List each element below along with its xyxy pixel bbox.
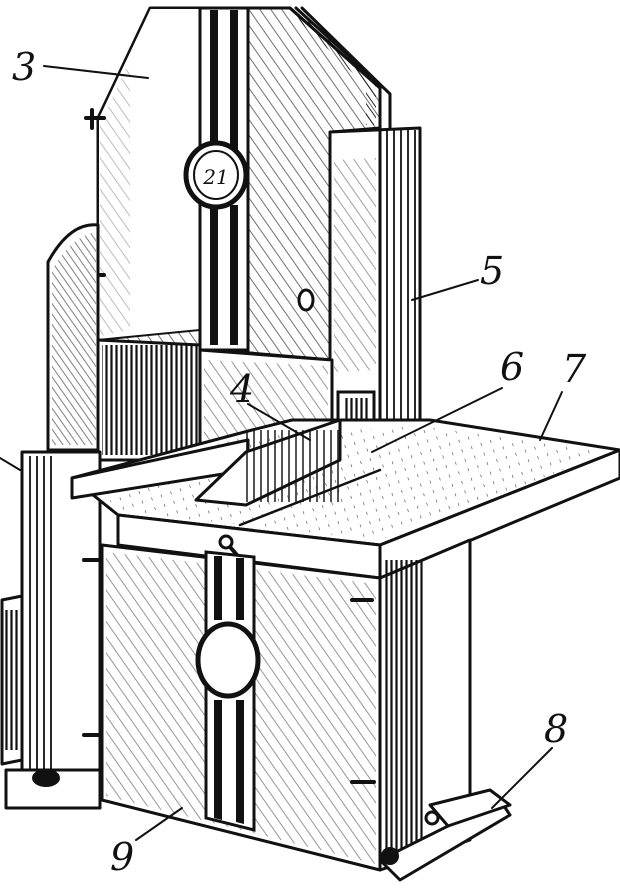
work-table — [70, 418, 620, 580]
label-3: 3 — [12, 45, 36, 89]
label-7: 7 — [562, 347, 587, 391]
upper-wheel-housing — [96, 6, 392, 362]
callout-labels: 3 4 5 6 7 8 9 — [12, 45, 587, 879]
lower-left-support — [0, 450, 112, 810]
label-5: 5 — [480, 249, 504, 293]
badge-text: 21 — [202, 165, 228, 189]
base-cabinet — [100, 538, 512, 882]
leader-lines — [0, 65, 563, 841]
blade-guide-post — [328, 126, 422, 472]
label-8: 8 — [544, 707, 568, 751]
lower-badge — [195, 621, 261, 699]
upper-frame-rib: 21 — [84, 6, 315, 352]
label-9: 9 — [110, 835, 134, 879]
foot-pedal — [428, 788, 512, 828]
label-4: 4 — [229, 367, 254, 411]
label-6: 6 — [500, 345, 524, 389]
